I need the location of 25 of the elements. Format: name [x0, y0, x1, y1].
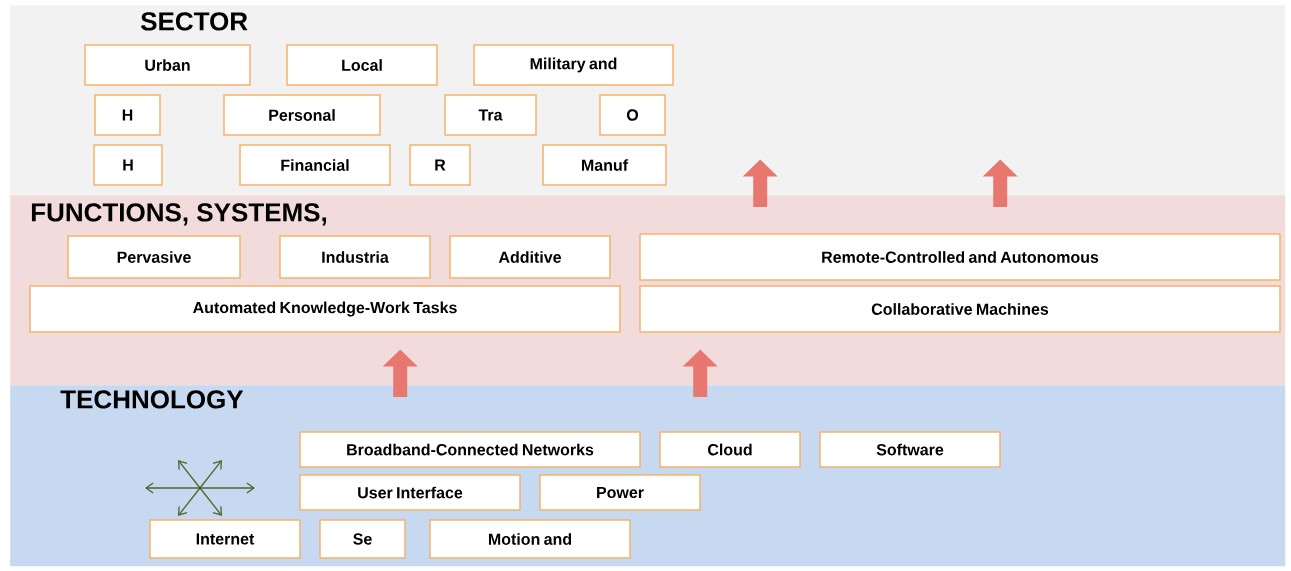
text-box: R	[409, 144, 471, 186]
text-box: Pervasive	[67, 235, 241, 279]
text-box: Remote-Controlled and Autonomous	[639, 233, 1281, 281]
text-box: H	[93, 144, 163, 186]
text-box: Power	[539, 474, 701, 511]
text-box: Manuf	[542, 144, 667, 186]
text-box: H	[94, 94, 161, 136]
text-box: Automated Knowledge-Work Tasks	[29, 285, 621, 333]
text-box: Software	[819, 431, 1001, 468]
text-box: Internet	[149, 519, 301, 559]
text-box: Motion and	[429, 519, 631, 559]
text-box: Tra	[444, 94, 537, 136]
text-box: Local	[286, 44, 438, 86]
text-box: O	[599, 94, 666, 136]
text-box: Additive	[449, 235, 611, 279]
text-box: Industria	[279, 235, 431, 279]
text-box: Broadband-Connected Networks	[299, 431, 641, 468]
text-box: Cloud	[659, 431, 801, 468]
text-box: Urban	[84, 44, 251, 86]
text-box: User Interface	[299, 474, 521, 511]
text-box: Personal	[223, 94, 381, 136]
text-box: Military and	[473, 44, 674, 86]
text-box: Se	[319, 519, 406, 559]
text-box: Financial	[239, 144, 391, 186]
text-box: Collaborative Machines	[639, 285, 1281, 333]
